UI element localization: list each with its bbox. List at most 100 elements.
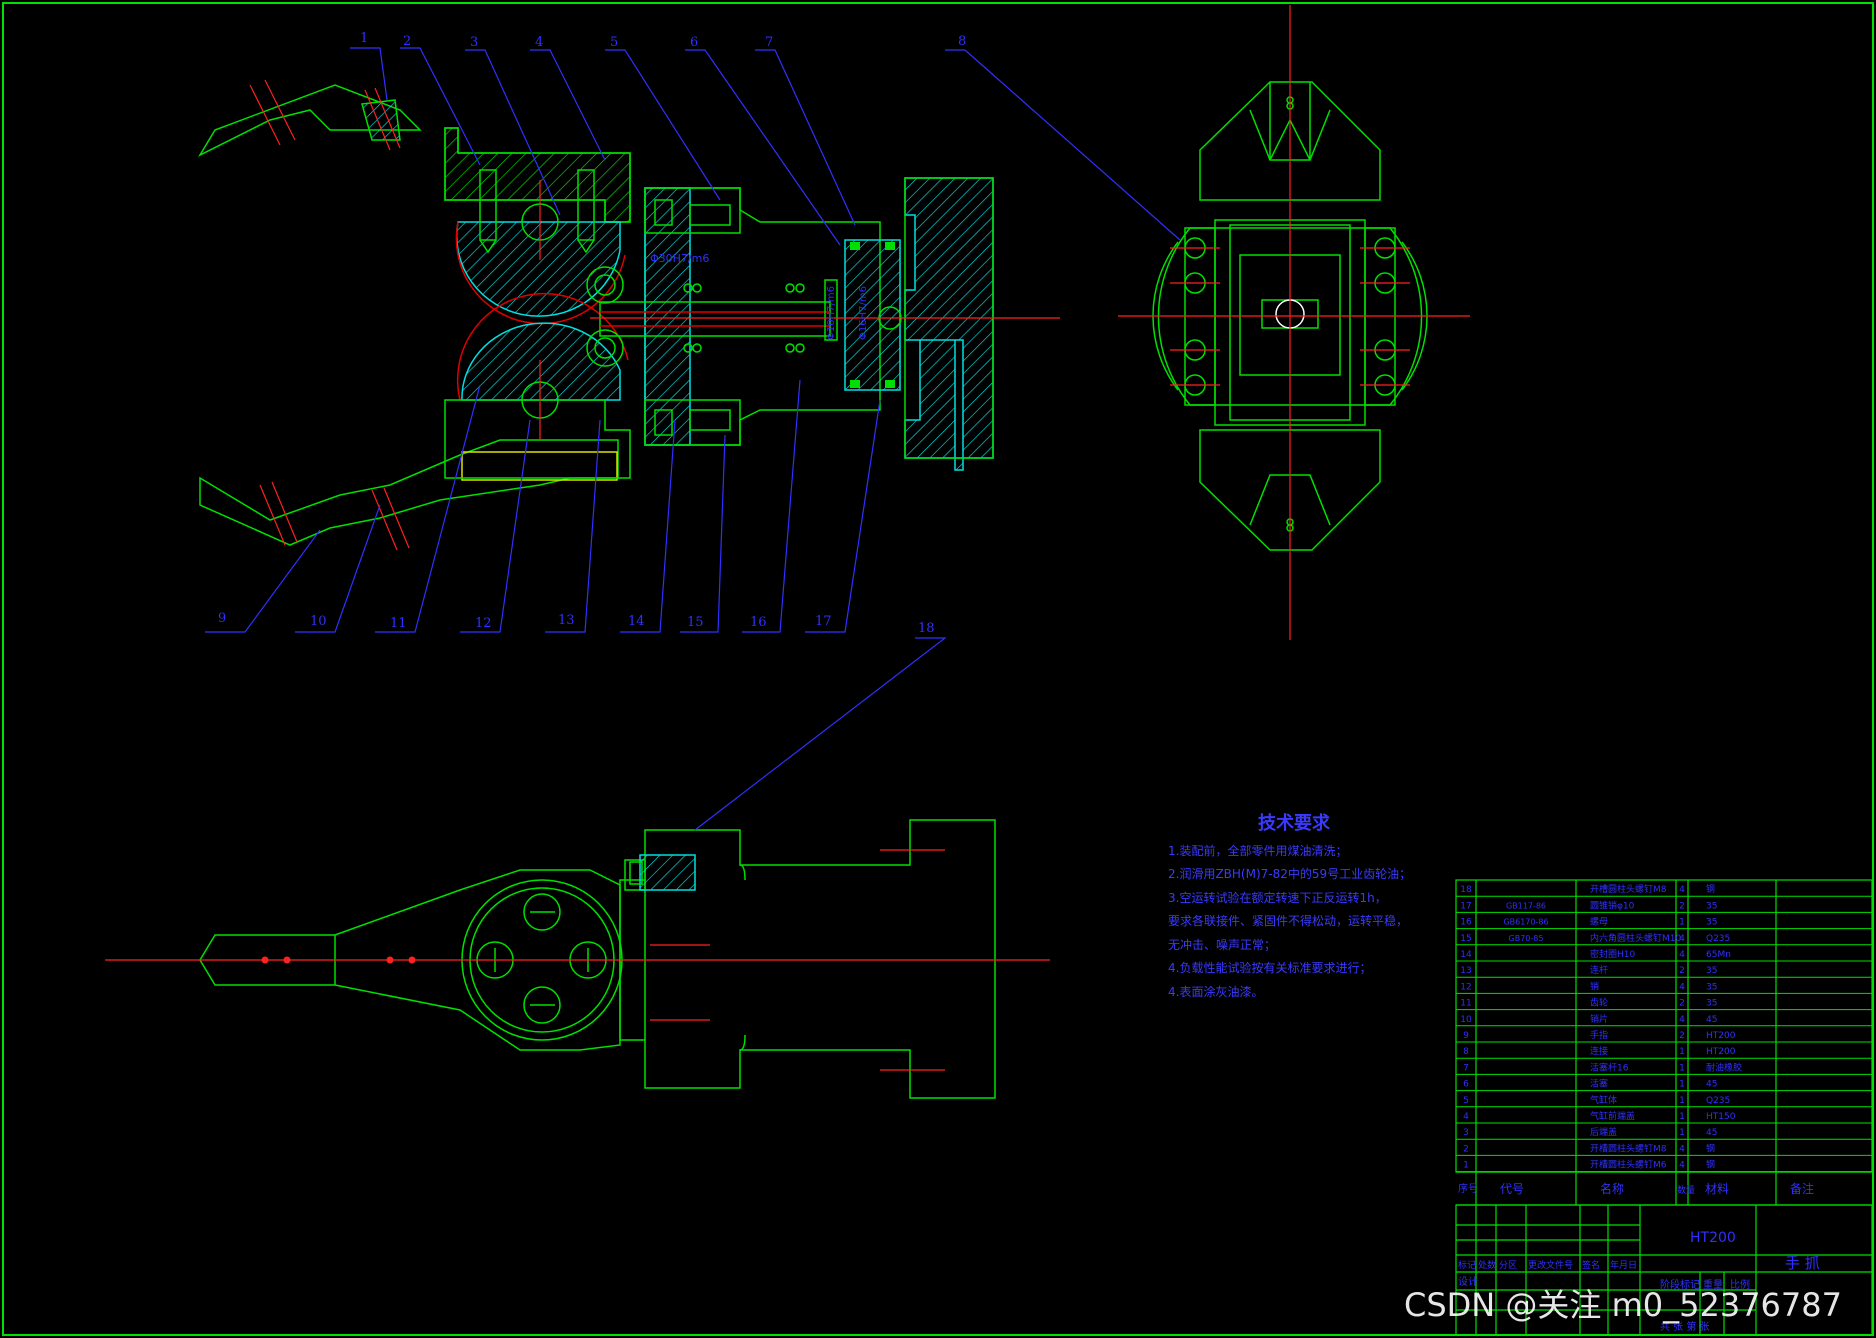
table-cell-no: 9 xyxy=(1463,1031,1469,1041)
sig-count: 处数 xyxy=(1478,1259,1496,1271)
balloon-13: 13 xyxy=(558,613,575,628)
end-view-upper-jaw xyxy=(1199,81,1381,201)
table-cell-mat: 65Mn xyxy=(1706,950,1731,960)
balloon-17: 17 xyxy=(815,614,832,629)
upper-finger xyxy=(198,84,422,157)
mounting-flange xyxy=(904,177,994,471)
table-cell-mat: 钢 xyxy=(1706,1159,1715,1171)
table-cell-no: 3 xyxy=(1463,1128,1469,1138)
table-cell-mat: 钢 xyxy=(1706,1142,1715,1154)
table-cell-no: 8 xyxy=(1463,1047,1469,1057)
table-cell-name: 销片 xyxy=(1590,1013,1608,1025)
balloon-16: 16 xyxy=(750,615,767,630)
table-cell-name: 后端盖 xyxy=(1590,1126,1617,1138)
table-cell-name: 圆锥销φ10 xyxy=(1590,899,1635,911)
sheets: 共 张 第 张 xyxy=(1660,1320,1710,1333)
table-cell-name: 销 xyxy=(1590,980,1599,992)
table-cell-no: 13 xyxy=(1460,966,1471,976)
table-cell-qty: 1 xyxy=(1679,1047,1685,1057)
table-cell-name: 螺母 xyxy=(1590,917,1608,928)
table-cell-code: GB70-85 xyxy=(1509,934,1544,943)
header-name: 名称 xyxy=(1600,1181,1624,1196)
scale: 比例 xyxy=(1730,1278,1750,1291)
table-cell-no: 2 xyxy=(1463,1144,1469,1154)
sig-date: 年月日 xyxy=(1610,1259,1637,1271)
table-cell-qty: 2 xyxy=(1679,966,1685,976)
balloon-4: 4 xyxy=(535,35,543,50)
top-view-finger xyxy=(199,869,621,1051)
title-block xyxy=(1455,1204,1873,1336)
dim-rod-fit-2: Φ16H7/m6 xyxy=(858,286,869,340)
table-cell-code: GB6170-86 xyxy=(1503,918,1548,927)
table-cell-name: 内六角圆柱头螺钉M10 xyxy=(1590,932,1681,944)
technical-requirements: 技术要求 1.装配前，全部零件用煤油清洗； 2.润滑用ZBH(M)7-82中的5… xyxy=(1168,812,1468,1004)
table-cell-no: 10 xyxy=(1460,1015,1472,1025)
lower-gear-sector xyxy=(461,322,621,401)
table-cell-no: 15 xyxy=(1460,934,1471,944)
table-cell-qty: 4 xyxy=(1679,1161,1685,1171)
table-cell-no: 12 xyxy=(1460,982,1471,992)
table-cell-no: 5 xyxy=(1463,1096,1469,1106)
top-view-pins xyxy=(261,956,416,964)
stage-mark: 阶段标记 xyxy=(1660,1278,1700,1291)
balloon-3: 3 xyxy=(470,35,478,50)
header-material: 材料 xyxy=(1705,1182,1729,1196)
table-cell-qty: 4 xyxy=(1679,1144,1685,1154)
table-cell-no: 7 xyxy=(1463,1063,1469,1073)
table-cell-mat: 耐油橡胶 xyxy=(1706,1061,1742,1073)
header-qty: 数量 xyxy=(1677,1184,1695,1196)
material-cell: HT200 xyxy=(1690,1230,1736,1246)
table-cell-mat: 45 xyxy=(1706,1128,1717,1138)
upper-gear-sector xyxy=(455,221,621,317)
table-cell-qty: 2 xyxy=(1679,999,1685,1009)
table-cell-mat: 钢 xyxy=(1706,883,1715,895)
dim-rod-fit-1: Φ10H7/m6 xyxy=(826,286,837,340)
table-cell-mat: 45 xyxy=(1706,1080,1717,1090)
table-cell-name: 开槽圆柱头螺钉M8 xyxy=(1590,883,1667,895)
table-cell-qty: 1 xyxy=(1679,1063,1685,1073)
header-code: 代号 xyxy=(1500,1182,1524,1196)
table-cell-name: 手指 xyxy=(1590,1029,1608,1041)
design: 设计 xyxy=(1458,1275,1478,1288)
piston-rod xyxy=(599,301,831,337)
tech-line: 4.表面涂灰油漆。 xyxy=(1168,984,1264,999)
table-cell-name: 密封圈H10 xyxy=(1590,948,1635,960)
end-view-center-lines xyxy=(1118,5,1470,640)
table-cell-qty: 4 xyxy=(1679,982,1685,992)
balloon-6: 6 xyxy=(690,35,698,50)
table-cell-name: 连接 xyxy=(1590,1045,1608,1057)
header-no: 序号 xyxy=(1458,1182,1478,1195)
balloon-14: 14 xyxy=(628,614,645,629)
table-cell-name: 活塞杆16 xyxy=(1590,1061,1629,1073)
table-cell-name: 齿轮 xyxy=(1590,997,1608,1009)
table-cell-no: 17 xyxy=(1460,901,1471,911)
balloon-8: 8 xyxy=(958,34,966,49)
table-cell-qty: 1 xyxy=(1679,1128,1685,1138)
table-cell-code: GB117-86 xyxy=(1506,901,1546,910)
header-remark: 备注 xyxy=(1790,1181,1814,1196)
gripper-section-view xyxy=(198,84,994,546)
table-cell-no: 11 xyxy=(1460,999,1471,1009)
top-view xyxy=(199,819,996,1099)
table-cell-name: 气缸体 xyxy=(1590,1094,1617,1106)
table-cell-mat: HT200 xyxy=(1706,1031,1736,1041)
table-cell-qty: 4 xyxy=(1679,1015,1685,1025)
table-cell-name: 开槽圆柱头螺钉M6 xyxy=(1590,1159,1667,1171)
table-cell-qty: 2 xyxy=(1679,901,1685,911)
table-cell-no: 18 xyxy=(1460,885,1472,895)
balloon-18: 18 xyxy=(918,621,935,636)
dim-piston-fit: Φ30H7/m6 xyxy=(650,252,709,265)
table-cell-mat: 35 xyxy=(1706,918,1717,928)
table-cell-qty: 4 xyxy=(1679,934,1685,944)
sig-mark: 标记 xyxy=(1458,1259,1476,1271)
csdn-watermark: CSDN @关注 m0_52376787 xyxy=(1404,1286,1842,1324)
center-lines xyxy=(249,79,1060,551)
title-block-text: 序号 代号 名称 数量 材料 备注 HT200 手 抓 阶段标记 重量 比例 设… xyxy=(1458,1181,1820,1333)
table-cell-qty: 1 xyxy=(1679,1080,1685,1090)
table-cell-no: 1 xyxy=(1463,1161,1469,1171)
tech-line: 要求各联接件、紧固件不得松动，运转平稳， xyxy=(1168,914,1409,928)
table-cell-no: 6 xyxy=(1463,1080,1469,1090)
